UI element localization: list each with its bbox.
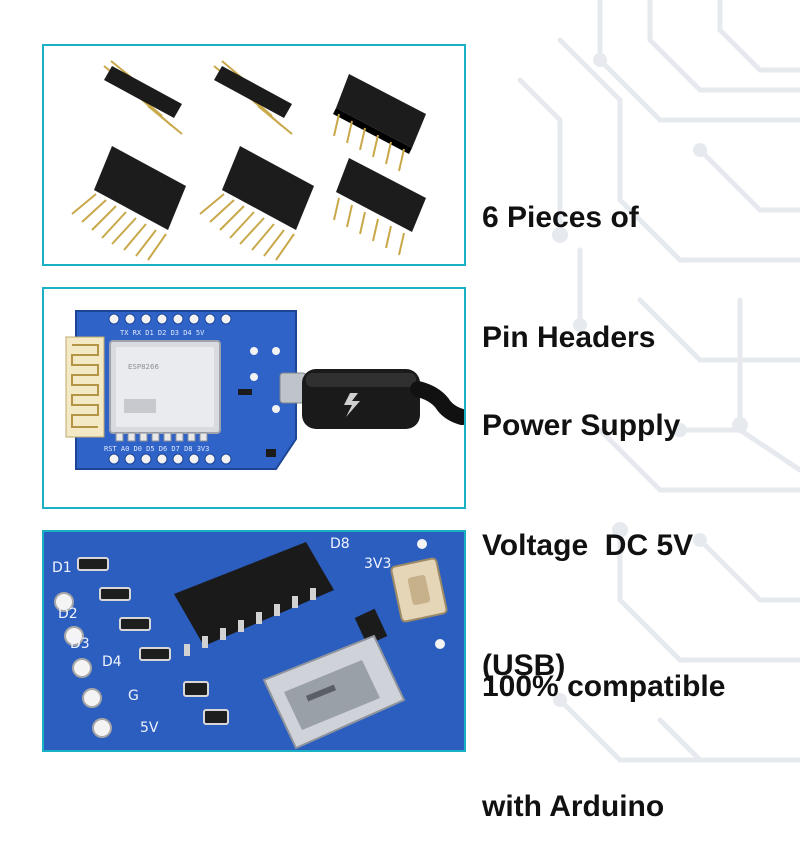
label-d8: D8 (330, 536, 350, 552)
board-closeup-illustration: D1 D2 D3 D4 G 5V D8 3V3 (44, 532, 464, 750)
female-header-long-1 (71, 146, 186, 261)
female-header-short-2 (333, 158, 426, 256)
micro-usb-port (262, 634, 406, 750)
power-supply-caption-line-2: Voltage DC 5V (482, 529, 694, 562)
pin-headers-caption-line-2: Pin Headers (482, 321, 656, 354)
power-supply-panel: TX RX D1 D2 D3 D4 5V RST A0 D0 D5 D6 D7 … (42, 287, 466, 509)
pin-label-d4: D4 (102, 654, 122, 670)
power-supply-caption-line-1: Power Supply (482, 409, 681, 442)
usb-cable (302, 369, 464, 429)
board-usb-illustration: TX RX D1 D2 D3 D4 5V RST A0 D0 D5 D6 D7 … (65, 310, 464, 470)
female-header-short-1 (333, 74, 426, 172)
pin-headers-caption-line-1: 6 Pieces of (482, 201, 639, 234)
usb-lightning-icon (344, 393, 360, 417)
arduino-caption-line-2: with Arduino (482, 790, 665, 823)
pin-label-d2: D2 (58, 606, 78, 622)
male-header-strip-2 (213, 60, 293, 135)
pin-headers-caption: 6 Pieces of Pin Headers (482, 118, 792, 398)
label-3v3: 3V3 (364, 556, 391, 572)
male-header-strip-1 (103, 60, 183, 135)
board-bottom-labels: RST A0 D0 D5 D6 D7 D8 3V3 (104, 445, 209, 453)
pin-label-d1: D1 (52, 560, 72, 576)
pin-headers-panel (42, 44, 466, 266)
reset-button-component (390, 557, 448, 623)
female-header-long-2 (199, 146, 314, 261)
pin-label-d3: D3 (70, 636, 90, 652)
pin-headers-illustration (71, 60, 426, 261)
power-supply-caption: Power Supply Voltage DC 5V (USB) (482, 326, 792, 726)
board-closeup: D1 D2 D3 D4 G 5V D8 3V3 (44, 532, 464, 750)
arduino-caption-line-1: 100% compatible (482, 670, 726, 703)
pin-label-g: G (128, 688, 139, 704)
arduino-compatible-panel: D1 D2 D3 D4 G 5V D8 3V3 (42, 530, 466, 752)
board-top-labels: TX RX D1 D2 D3 D4 5V (120, 329, 205, 337)
pin-label-5v: 5V (140, 720, 159, 736)
power-supply-caption-line-3: (USB) (482, 649, 566, 682)
circuit-background (517, 0, 800, 763)
module-part-text: ESP8266 (128, 363, 159, 371)
wemos-board: TX RX D1 D2 D3 D4 5V RST A0 D0 D5 D6 D7 … (65, 310, 307, 470)
arduino-compatible-caption: 100% compatible with Arduino (482, 587, 792, 867)
